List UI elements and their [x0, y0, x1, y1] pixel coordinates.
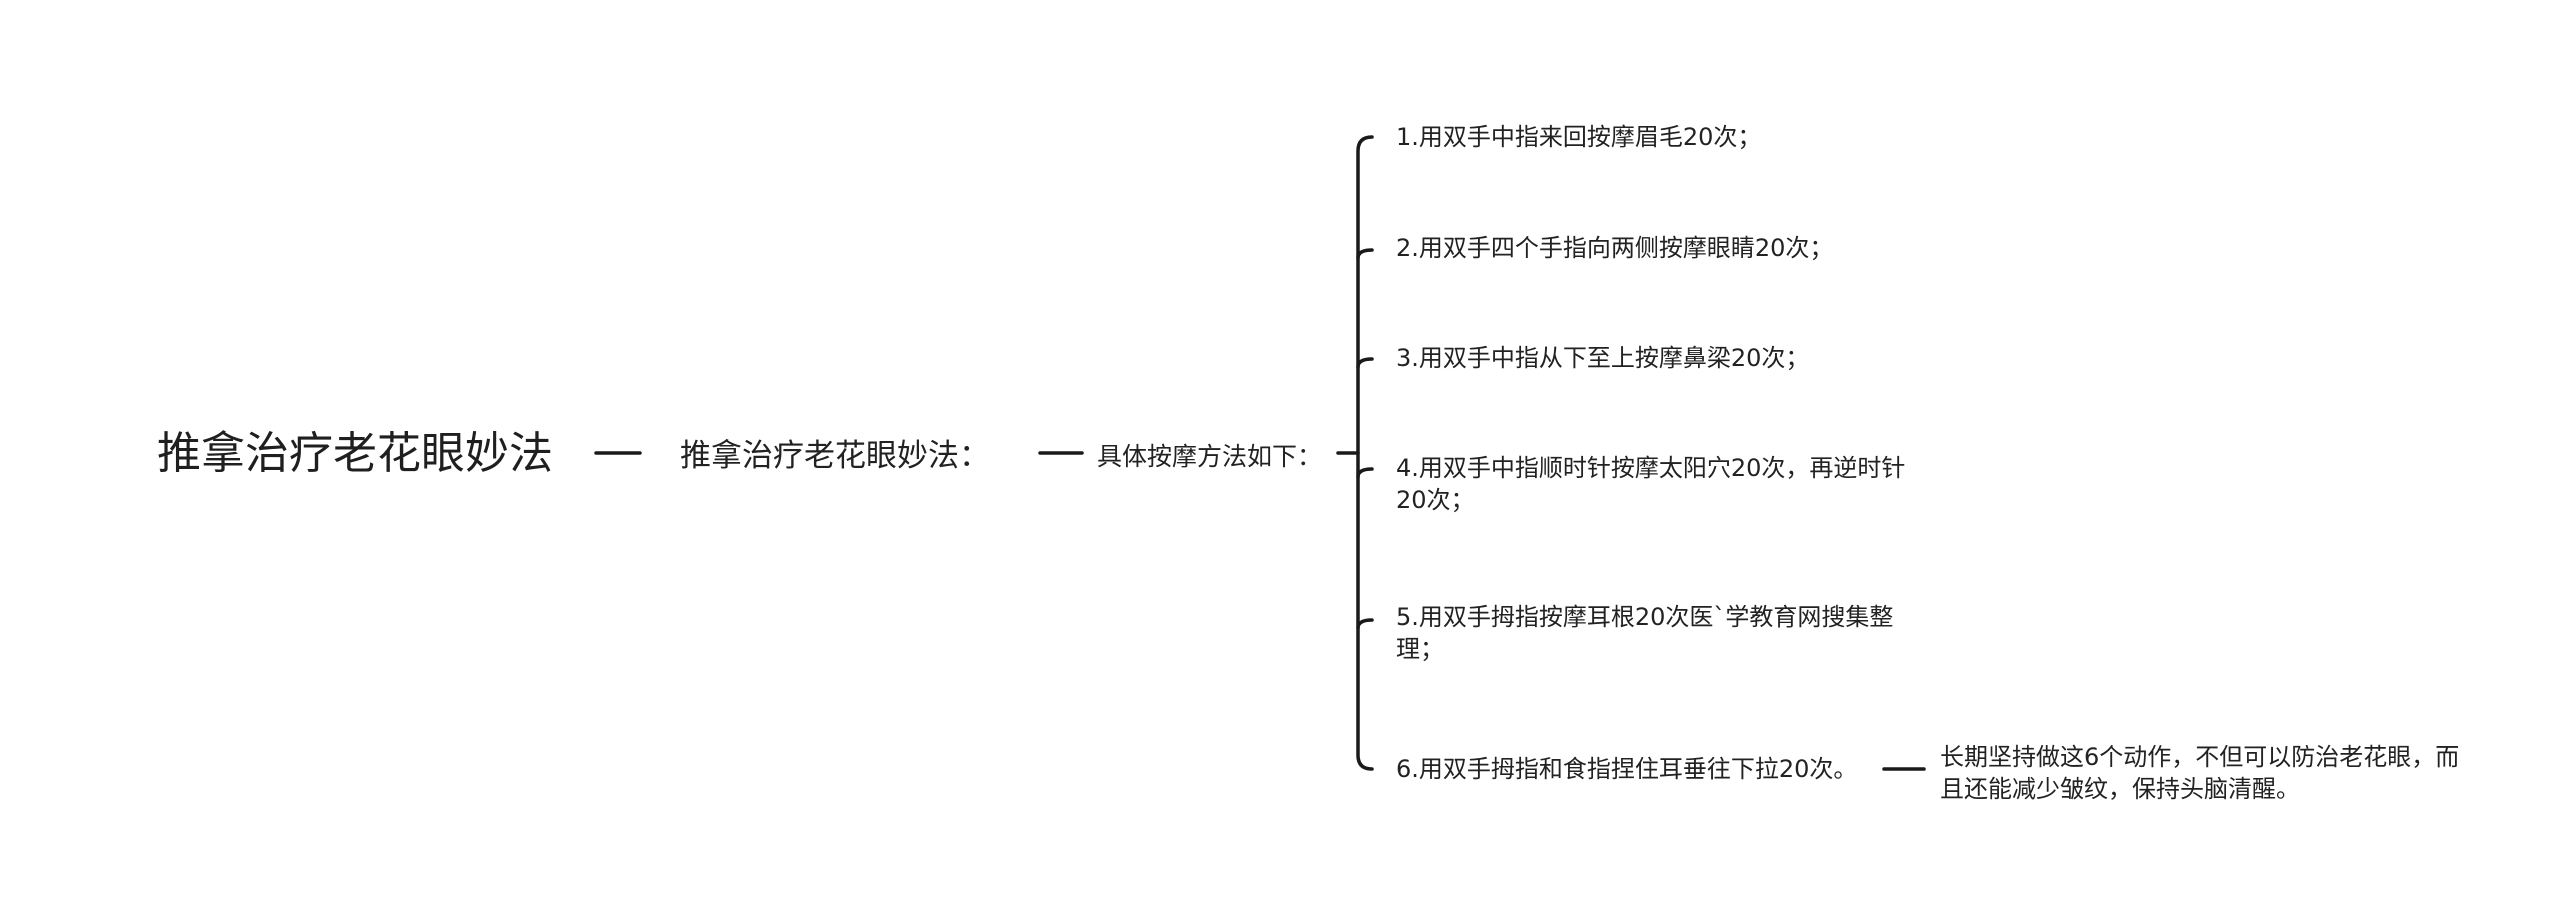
step-node-2: 2.用双手四个手指向两侧按摩眼睛20次； — [1396, 234, 1834, 262]
tick-step-2 — [1356, 248, 1374, 260]
topic-node: 推拿治疗老花眼妙法： — [680, 438, 990, 474]
bracket-spine — [1356, 135, 1374, 771]
step-node-4: 4.用双手中指顺时针按摩太阳穴20次，再逆时针20次； — [1396, 454, 1906, 514]
tick-step-5 — [1356, 618, 1374, 630]
subtopic-node: 具体按摩方法如下： — [1097, 442, 1323, 471]
step-node-5: 5.用双手拇指按摩耳根20次医`学教育网搜集整理； — [1396, 603, 1894, 663]
step-node-1: 1.用双手中指来回按摩眉毛20次； — [1396, 123, 1762, 151]
note-node: 长期坚持做这6个动作，不但可以防治老花眼，而且还能减少皱纹，保持头脑清醒。 — [1940, 743, 2460, 803]
step-node-6: 6.用双手拇指和食指捏住耳垂往下拉20次。 — [1396, 755, 1858, 783]
root-node: 推拿治疗老花眼妙法 — [157, 428, 553, 479]
step-node-3: 3.用双手中指从下至上按摩鼻梁20次； — [1396, 344, 1810, 372]
tick-step-3 — [1356, 357, 1374, 369]
tick-step-4 — [1356, 467, 1374, 479]
